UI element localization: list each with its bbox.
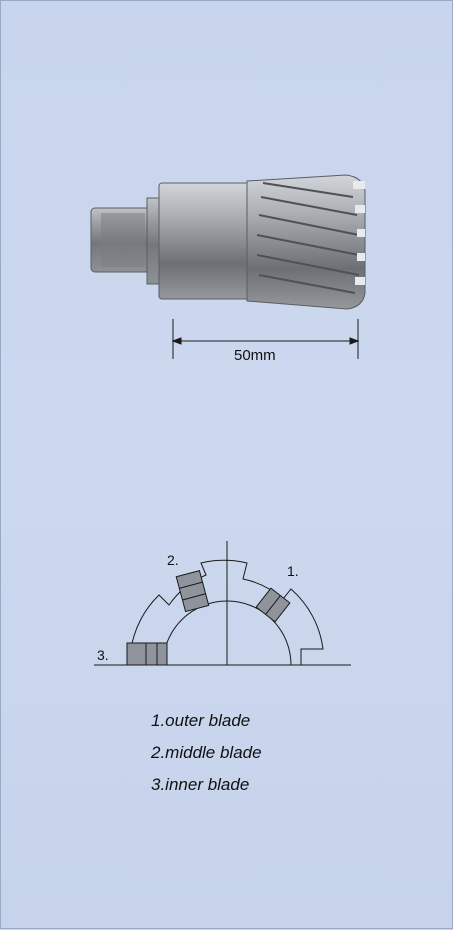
cutter-head [246, 174, 366, 310]
blade-1-number: 1. [287, 563, 299, 579]
legend-item-middle-blade: 2.middle blade [151, 743, 262, 762]
shank-flat [101, 213, 145, 267]
dimension-label: 50mm [234, 347, 276, 364]
cutter-teeth [353, 181, 365, 285]
blade-3-shape [126, 642, 168, 666]
blade-1-shape [255, 587, 291, 623]
dimension-line [171, 319, 360, 359]
legend-item-inner-blade: 3.inner blade [151, 775, 250, 794]
blade-2-number: 2. [167, 552, 179, 568]
blade-2-shape [175, 569, 210, 613]
cutter-body [158, 182, 250, 300]
cutter-flutes [256, 182, 360, 294]
legend-item-outer-blade: 1.outer blade [151, 711, 251, 730]
blade-3-number: 3. [97, 647, 109, 663]
